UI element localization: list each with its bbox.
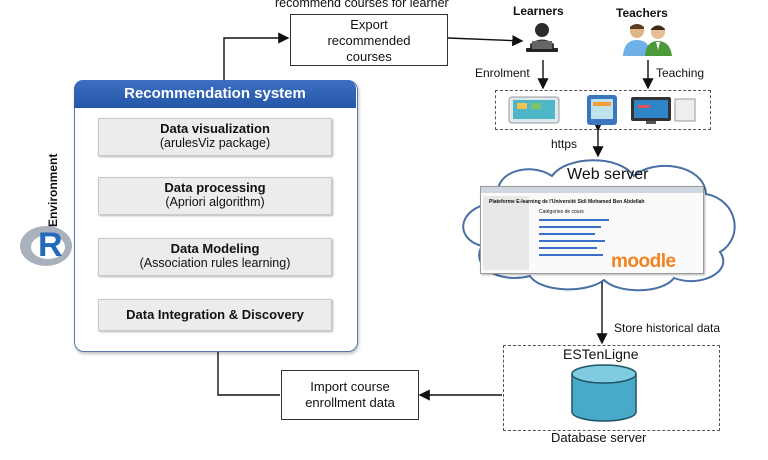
step-1-title: Data visualization [160,121,270,136]
export-line-2: recommended [327,33,411,48]
store-label: Store historical data [614,321,721,335]
step-2-subtitle: (Apriori algorithm) [165,195,265,209]
step-3-subtitle: (Association rules learning) [139,256,291,270]
https-label: https [551,137,578,151]
moodle-logo: moodle [611,251,676,272]
import-line-1: Import course [310,379,390,394]
import-box: Import course enrollment data [281,370,419,420]
devices-icon [508,95,696,125]
moodle-screenshot: Plateforme E-learning de l'Université Si… [480,186,704,274]
step-data-modeling: Data Modeling (Association rules learnin… [98,238,332,276]
teachers-icon [623,24,672,56]
database-box [503,345,720,431]
environment-label: Environment [46,153,60,227]
import-line-2: enrollment data [305,395,395,410]
database-caption: Database server [551,430,647,445]
learner-icon [526,23,558,52]
step-1-subtitle: (arulesViz package) [159,136,271,150]
recommendation-system-title: Recommendation system [74,80,356,108]
step-data-processing: Data processing (Apriori algorithm) [98,177,332,215]
moodle-page-subheading: Catégories de cours [539,209,584,215]
export-line-1: Export [350,17,388,32]
learners-label: Learners [513,4,564,18]
devices-box [495,90,711,130]
export-box: Export recommended courses [290,14,448,66]
r-logo-letter: R [38,226,63,264]
database-cylinder-icon [571,364,637,422]
arrow-import-to-rs [212,330,280,396]
step-4-title: Data Integration & Discovery [126,307,304,322]
step-2-title: Data processing [164,180,266,195]
r-logo-icon [20,226,72,266]
moodle-page-heading: Plateforme E-learning de l'Université Si… [489,199,645,205]
arrow-rs-to-export [223,32,290,80]
step-data-visualization: Data visualization (arulesViz package) [98,118,332,156]
enrolment-label: Enrolment [475,66,530,80]
step-data-integration: Data Integration & Discovery [98,299,332,331]
teaching-label: Teaching [656,66,705,80]
step-3-title: Data Modeling [170,241,260,256]
top-caption: recommend courses for learner [275,0,449,10]
export-line-3: courses [346,49,392,64]
arrow-export-to-learners [447,35,524,47]
database-name: ESTenLigne [563,346,639,362]
web-server-title: Web server [567,166,649,183]
teachers-label: Teachers [616,6,668,20]
